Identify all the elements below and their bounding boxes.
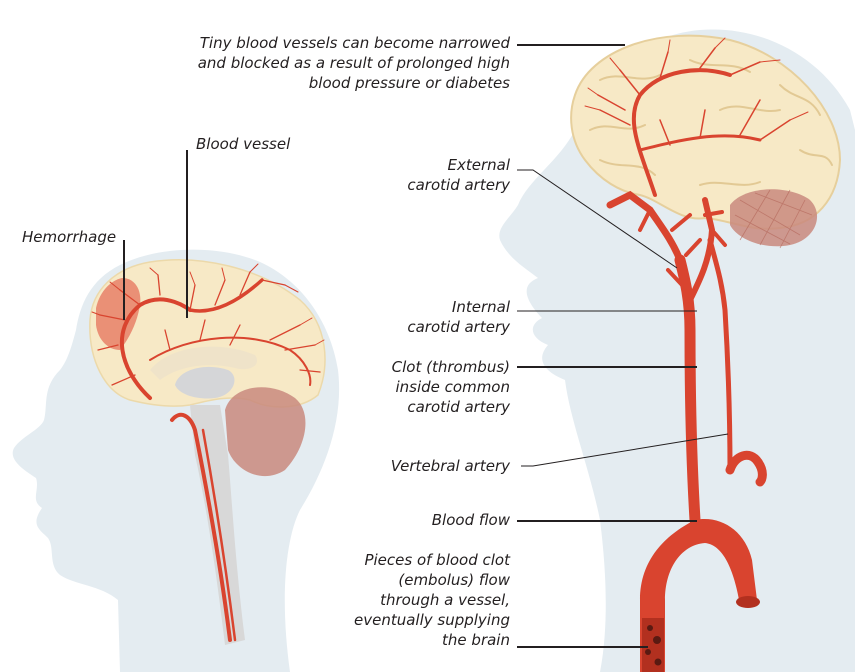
aorta-opening (736, 596, 760, 608)
label-tiny-vessels: Tiny blood vessels can become narrowed a… (198, 33, 510, 93)
label-internal-carotid: Internal carotid artery (407, 297, 510, 337)
label-embolus: Pieces of blood clot (embolus) flow thro… (354, 550, 510, 650)
label-blood-flow: Blood flow (432, 510, 510, 530)
label-external-carotid: External carotid artery (407, 155, 510, 195)
label-blood-vessel: Blood vessel (196, 134, 290, 154)
label-vertebral: Vertebral artery (391, 456, 510, 476)
embolus-cutaway (642, 618, 664, 672)
label-hemorrhage: Hemorrhage (22, 227, 116, 247)
label-clot: Clot (thrombus) inside common carotid ar… (392, 357, 510, 417)
